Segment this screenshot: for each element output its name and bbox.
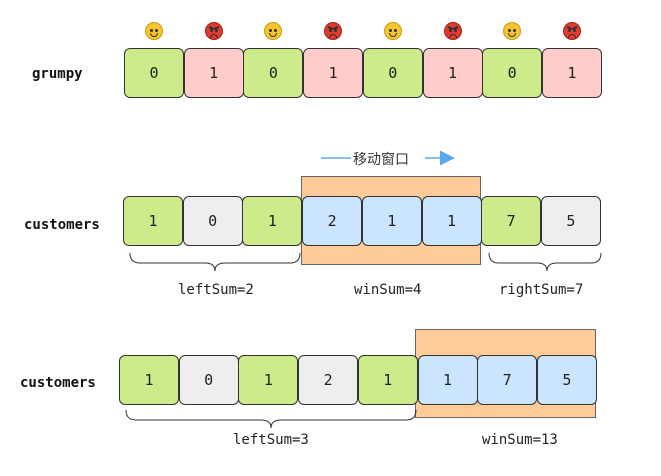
customers2-cell-3: 2: [298, 355, 359, 405]
grumpy-cell-6: 0: [482, 48, 543, 98]
customers-label-1: customers: [24, 217, 100, 233]
customers2-cell-5: 1: [417, 355, 478, 405]
customers1-cell-4: 1: [361, 196, 422, 246]
right-sum-label-1: rightSum=7: [499, 282, 584, 298]
grumpy-cell-0: 0: [124, 48, 184, 98]
customers1-cell-0: 1: [123, 196, 183, 246]
customers2-cell-7: 5: [536, 355, 597, 405]
angry-face-icon: [443, 22, 462, 40]
customers1-cell-5: 1: [421, 196, 482, 246]
customers2-cell-6: 7: [477, 355, 538, 405]
brace-left-2: [125, 409, 417, 429]
win-sum-label-2: winSum=13: [482, 432, 558, 448]
grumpy-label: grumpy: [32, 66, 83, 82]
customers2-cell-4: 1: [357, 355, 418, 405]
customers1-cell-6: 7: [481, 196, 542, 246]
angry-face-icon: [204, 22, 223, 40]
grumpy-cell-2: 0: [243, 48, 304, 98]
customers2-cell-2: 1: [238, 355, 299, 405]
win-sum-label-1: winSum=4: [354, 282, 422, 298]
grumpy-cell-1: 1: [183, 48, 244, 98]
customers2-cell-0: 1: [119, 355, 179, 405]
grumpy-cell-3: 1: [303, 48, 364, 98]
grumpy-cell-5: 1: [422, 48, 483, 98]
left-sum-label-1: leftSum=2: [178, 282, 254, 298]
angry-face-icon: [324, 22, 343, 40]
grumpy-cell-7: 1: [541, 48, 602, 98]
brace-left-1: [129, 252, 301, 272]
happy-face-icon: [503, 22, 522, 40]
brace-right-1: [488, 252, 602, 272]
customers1-cell-1: 0: [182, 196, 243, 246]
customers1-cell-7: 5: [540, 196, 601, 246]
customers2-cell-1: 0: [178, 355, 239, 405]
left-sum-label-2: leftSum=3: [233, 432, 309, 448]
grumpy-cell-4: 0: [362, 48, 423, 98]
customers1-cell-2: 1: [242, 196, 303, 246]
happy-face-icon: [383, 22, 402, 40]
window-caption: 移动窗口: [353, 152, 409, 168]
customers1-cell-3: 2: [302, 196, 363, 246]
angry-face-icon: [562, 22, 581, 40]
customers-label-2: customers: [20, 375, 96, 391]
happy-face-icon: [264, 22, 283, 40]
happy-face-icon: [145, 22, 163, 40]
